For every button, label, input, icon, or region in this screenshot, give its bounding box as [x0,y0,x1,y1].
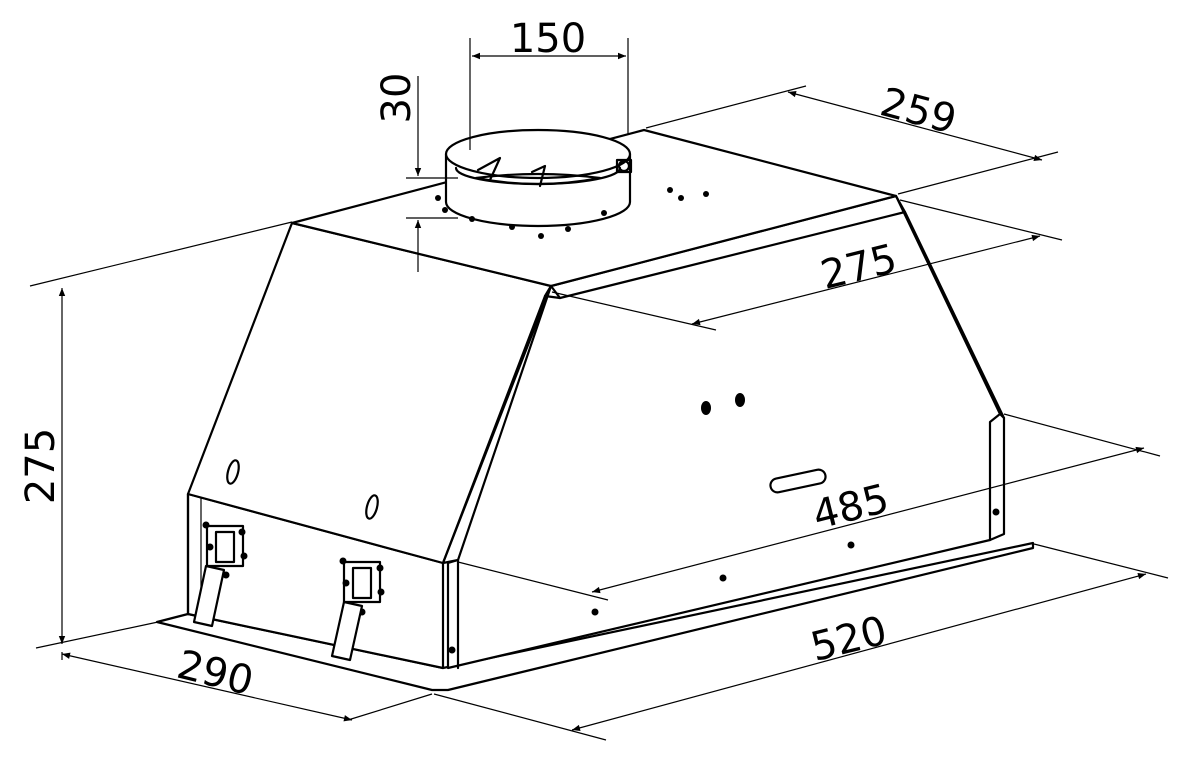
dim-outlet-height: 30 [374,73,420,124]
dim-height: 275 [18,428,64,504]
top-panel-holes [435,187,709,239]
mounting-bracket-left [192,521,248,628]
dim-outlet-diameter: 150 [510,16,586,62]
front-slant-holes [226,459,379,520]
dim-top-depth: 259 [876,79,962,143]
dim-width: 520 [806,608,891,671]
exhaust-collar [444,128,633,228]
dimension-lines [29,38,1169,741]
dim-depth: 290 [173,642,258,705]
